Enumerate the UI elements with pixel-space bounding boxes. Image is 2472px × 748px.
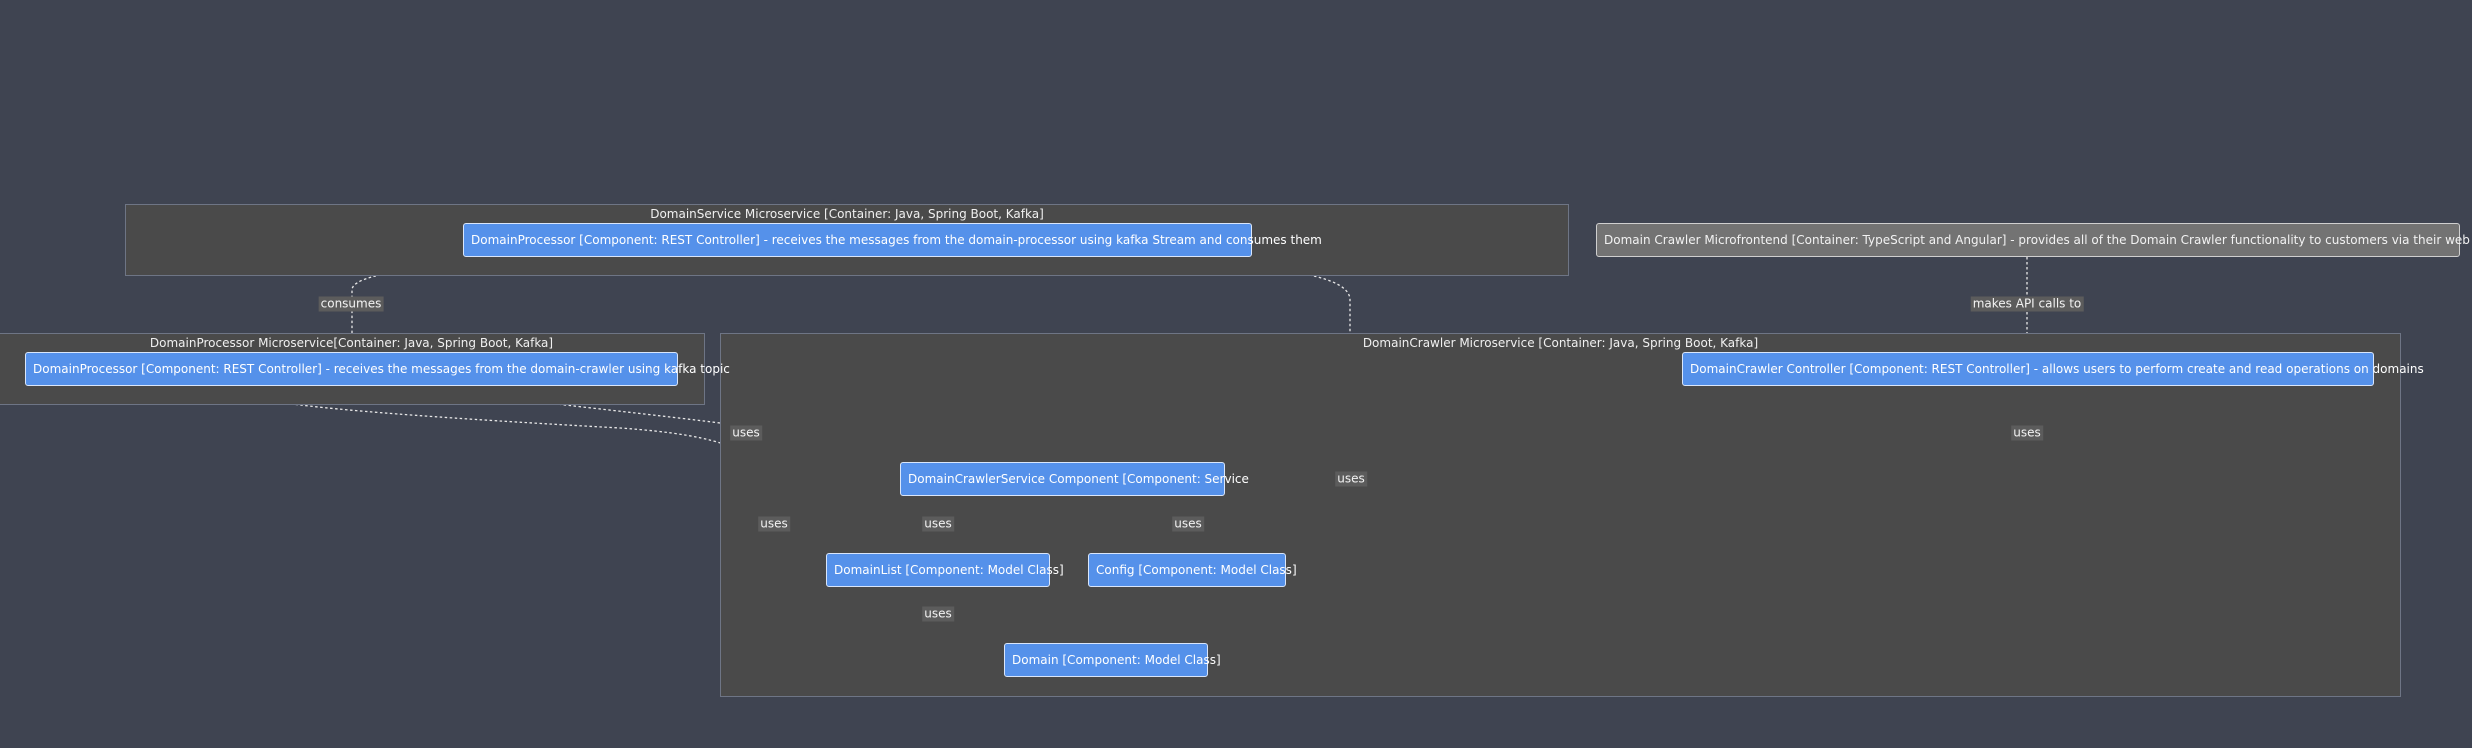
edge-label-uses: uses (1172, 516, 1204, 532)
node-domainprocessor-service[interactable]: DomainProcessor [Component: REST Control… (463, 223, 1322, 257)
edge-label-uses: uses (758, 516, 790, 532)
cluster-title: DomainProcessor Microservice[Container: … (149, 336, 554, 350)
cluster-title: DomainService Microservice [Container: J… (650, 207, 1044, 221)
edge-label-uses: uses (1335, 471, 1367, 487)
edge-label-uses: uses (730, 425, 762, 441)
edge-label-uses: uses (922, 516, 954, 532)
edge-label-uses: uses (922, 606, 954, 622)
cluster-title: DomainCrawler Microservice [Container: J… (1362, 336, 1759, 350)
node-domainlist[interactable]: DomainList [Component: Model Class] (826, 553, 1064, 587)
edge-label-makes-api-calls: makes API calls to (1970, 296, 2084, 312)
cluster-domaincrawler: DomainCrawler Microservice [Container: J… (720, 333, 2401, 697)
node-domaincrawlerservice[interactable]: DomainCrawlerService Component [Componen… (900, 462, 1249, 496)
node-domain-crawler-microfrontend[interactable]: Domain Crawler Microfrontend [Container:… (1596, 223, 2472, 257)
node-config[interactable]: Config [Component: Model Class] (1088, 553, 1297, 587)
edge-label-uses: uses (2011, 425, 2043, 441)
node-domainprocessor-controller[interactable]: DomainProcessor [Component: REST Control… (25, 352, 730, 386)
node-domain[interactable]: Domain [Component: Model Class] (1004, 643, 1221, 677)
edge-label-consumes: consumes (318, 296, 384, 312)
node-domaincrawler-controller[interactable]: DomainCrawler Controller [Component: RES… (1682, 352, 2424, 386)
